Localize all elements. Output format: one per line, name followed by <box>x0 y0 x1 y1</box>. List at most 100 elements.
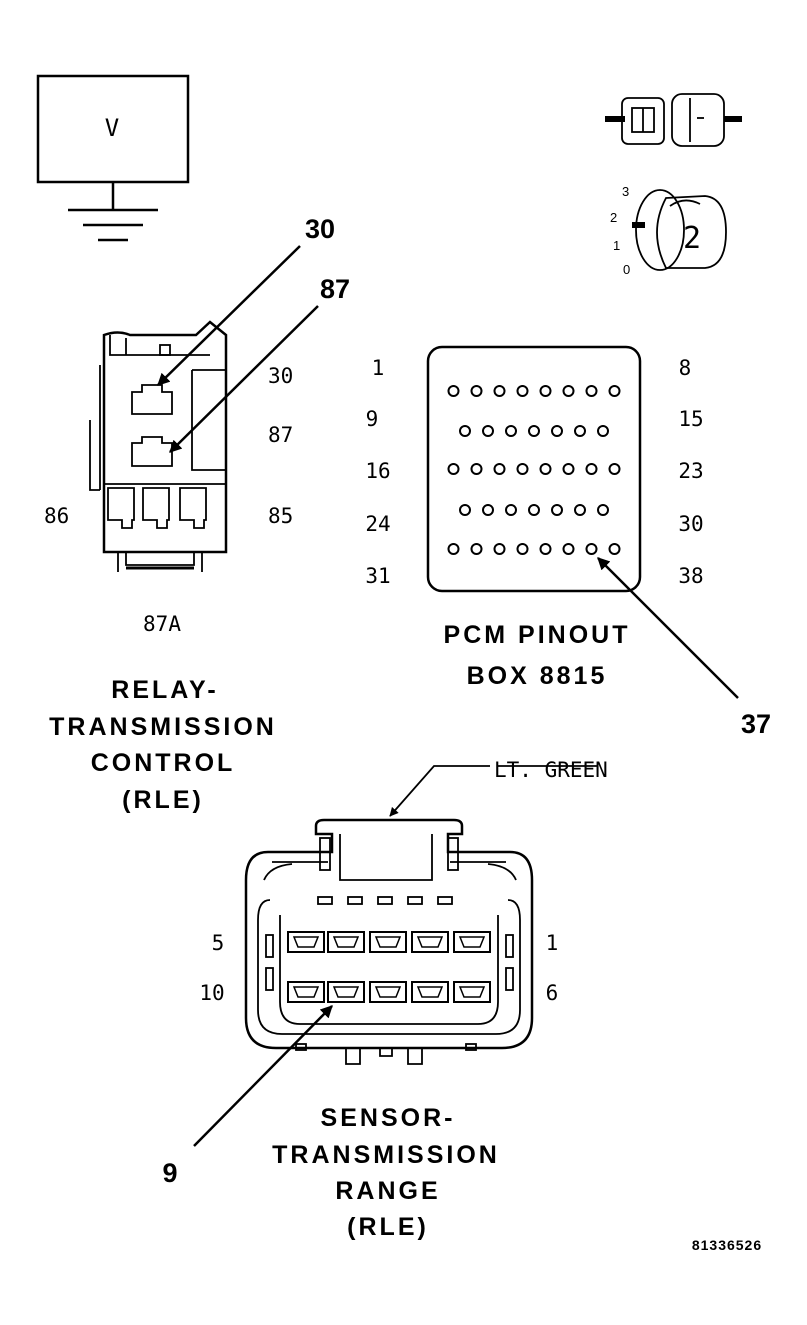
pcm-pin <box>459 425 471 437</box>
sensor-terminal-contact <box>416 986 444 998</box>
pcm-pin <box>493 543 506 555</box>
sensor-terminal-contact <box>458 986 486 998</box>
pcm-callout-37: 37 <box>741 709 771 739</box>
relay-terminal-86: 86 <box>44 504 69 528</box>
relay-terminal-30: 30 <box>268 364 293 388</box>
pcm-label-left-1: 1 <box>372 356 385 380</box>
pcm-callout-37-arrow <box>597 557 739 699</box>
pcm-label-right-5: 38 <box>678 564 703 588</box>
sensor-terminal-contact <box>292 986 320 998</box>
pcm-pin <box>470 463 483 475</box>
pcm-pin <box>585 463 598 475</box>
pcm-label-left-3: 16 <box>365 459 390 483</box>
pcm-pin-grid <box>447 385 621 555</box>
sensor-label-right-1: 1 <box>546 931 559 955</box>
pcm-pin <box>597 425 609 437</box>
pcm-pinout: 1 9 16 24 31 8 15 23 30 38 37 PCM PINOUT… <box>365 345 771 739</box>
sensor-wire-label: LT. GREEN <box>494 758 608 782</box>
sensor-terminal-contact <box>374 936 402 948</box>
relay-callout-87: 87 <box>320 274 350 304</box>
pcm-pin <box>562 385 575 397</box>
pcm-pin <box>551 504 563 516</box>
pcm-pinout-box <box>426 345 642 593</box>
voltmeter-icon: V <box>36 74 190 184</box>
sensor-terminal <box>453 931 491 953</box>
pcm-pin <box>562 543 575 555</box>
pcm-pin <box>447 463 460 475</box>
pcm-pin <box>539 463 552 475</box>
sensor-terminal-contact <box>332 936 360 948</box>
pcm-pin <box>505 425 517 437</box>
relay-title-line-1: RELAY- <box>111 676 218 704</box>
ignition-position-0: 0 <box>623 262 630 277</box>
sensor-pin-grid <box>287 931 491 1003</box>
pcm-pin <box>482 425 494 437</box>
pcm-pin <box>505 504 517 516</box>
sensor-title-line-2: TRANSMISSION <box>272 1141 500 1169</box>
sensor-label-left-1: 5 <box>212 931 225 955</box>
pcm-pin <box>574 504 586 516</box>
pcm-pin <box>597 504 609 516</box>
sensor-terminal-contact <box>374 986 402 998</box>
pcm-label-left-2: 9 <box>366 407 379 431</box>
relay-title-line-2: TRANSMISSION <box>49 713 277 741</box>
pcm-pin <box>482 504 494 516</box>
connector-icon <box>605 93 742 147</box>
pcm-label-left-4: 24 <box>365 512 390 536</box>
pcm-pin <box>516 385 529 397</box>
sensor-wire-arrow <box>389 765 490 817</box>
sensor-terminal <box>411 981 449 1003</box>
relay-callout-30: 30 <box>305 214 335 244</box>
pcm-pin <box>585 385 598 397</box>
sensor-connector: LT. GREEN 5 10 1 6 9 SENSOR- TRANSMISSIO… <box>162 758 607 1241</box>
pcm-label-right-1: 8 <box>679 356 692 380</box>
relay-title: RELAY- TRANSMISSION CONTROL (RLE) <box>49 676 277 814</box>
relay-callout-87-arrow <box>169 305 319 453</box>
pcm-pin <box>493 463 506 475</box>
sensor-terminal-contact <box>458 936 486 948</box>
ignition-position-2: 2 <box>610 210 617 225</box>
ignition-selected-position: 2 <box>683 221 701 256</box>
sensor-terminal <box>453 981 491 1003</box>
figure-id: 81336526 <box>692 1237 762 1253</box>
pcm-pin <box>447 543 460 555</box>
pcm-pin <box>585 543 598 555</box>
sensor-terminal <box>327 981 365 1003</box>
pcm-label-right-4: 30 <box>678 512 703 536</box>
pcm-pin <box>608 463 621 475</box>
pcm-label-left-5: 31 <box>365 564 390 588</box>
sensor-terminal-contact <box>416 936 444 948</box>
pcm-title-line-1: PCM PINOUT <box>444 621 631 649</box>
pcm-label-right-3: 23 <box>678 459 703 483</box>
sensor-title-line-4: (RLE) <box>347 1213 429 1241</box>
pcm-pin <box>516 543 529 555</box>
sensor-callout-9: 9 <box>162 1158 177 1188</box>
pcm-pin <box>470 543 483 555</box>
voltmeter-label: V <box>105 114 119 142</box>
relay-title-line-3: CONTROL <box>91 749 236 777</box>
relay-connector: 30 87 30 87 86 85 87A RELAY- TRANSMISSIO… <box>44 214 350 814</box>
pcm-pin <box>493 385 506 397</box>
pcm-pin <box>528 425 540 437</box>
pcm-pin <box>608 385 621 397</box>
sensor-title-line-1: SENSOR- <box>321 1104 456 1132</box>
pcm-pin <box>539 385 552 397</box>
pcm-pin <box>539 543 552 555</box>
ignition-switch-icon: 3 2 1 0 2 <box>610 184 727 277</box>
sensor-label-right-2: 6 <box>546 981 559 1005</box>
sensor-terminal <box>287 931 325 953</box>
pcm-pin <box>447 385 460 397</box>
pcm-pin <box>574 425 586 437</box>
sensor-terminal-contact <box>332 986 360 998</box>
ignition-position-1: 1 <box>613 238 620 253</box>
pcm-pin <box>470 385 483 397</box>
relay-terminal-87a: 87A <box>143 612 181 636</box>
sensor-terminal <box>411 931 449 953</box>
pcm-title-line-2: BOX 8815 <box>467 662 608 690</box>
relay-callout-30-arrow <box>157 245 301 386</box>
relay-terminal-87: 87 <box>268 423 293 447</box>
pcm-pin <box>516 463 529 475</box>
pcm-pin <box>608 543 621 555</box>
ignition-position-3: 3 <box>622 184 629 199</box>
